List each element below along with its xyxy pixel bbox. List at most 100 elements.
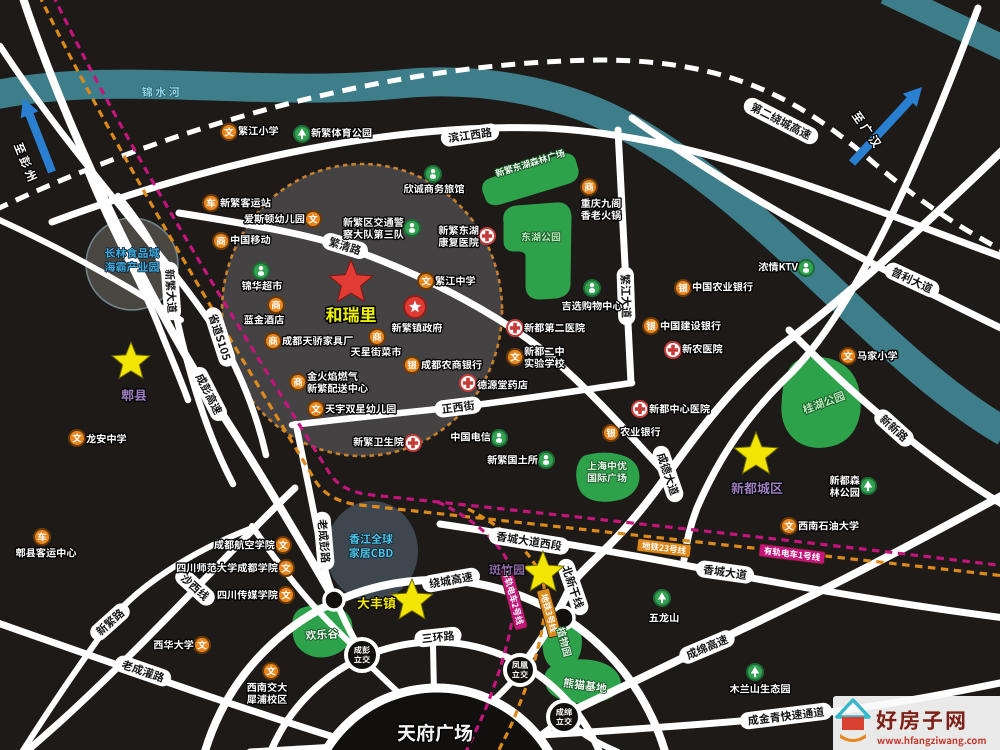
project-name: 和瑞里 bbox=[326, 301, 377, 326]
poi-china-mobile: 商中国移动 bbox=[212, 230, 272, 250]
tree-icon-trunk bbox=[661, 599, 663, 604]
road-label-pill bbox=[90, 603, 130, 641]
poi-label: 中国移动 bbox=[230, 232, 271, 247]
poi-label: 马家小学 bbox=[857, 348, 898, 363]
zone-xiangjiang-cbd bbox=[326, 501, 418, 601]
school-icon bbox=[193, 636, 211, 654]
poi-label: 爱斯顿幼儿园 bbox=[244, 211, 305, 226]
road-label-text: 正西街 bbox=[441, 397, 476, 417]
poi-label-line2: 察大队第三队 bbox=[343, 226, 404, 241]
poi-fanjiang-primary: 文繁江小学 bbox=[220, 121, 280, 141]
school-icon bbox=[277, 586, 295, 604]
star-label: 新都城区 bbox=[731, 478, 783, 497]
road-chengpeng-expwy bbox=[19, 0, 339, 605]
tree-icon-crown bbox=[657, 592, 667, 600]
junction-chengpeng-raocheng bbox=[322, 588, 346, 612]
interchange-line2: 立交 bbox=[556, 715, 572, 727]
poi-wulongshan: 五龙山 bbox=[647, 589, 681, 626]
star-marker bbox=[520, 549, 566, 592]
road-label-pill bbox=[313, 511, 335, 571]
park-label-donghu-park: 东湖公园 bbox=[520, 228, 562, 245]
poi-xindu-second-hospital: 新都第二医院 bbox=[506, 318, 586, 337]
poi-label: 新繁客运站 bbox=[220, 195, 271, 210]
school-icon bbox=[780, 517, 798, 535]
poi-xinfan-sports-park: 新繁体育公园 bbox=[293, 123, 373, 143]
poi-xindu-central-hospital: 新都中心医院 bbox=[631, 399, 711, 418]
metro-line3-branch-path bbox=[467, 507, 547, 750]
bus-icon bbox=[33, 528, 51, 546]
road-label-text: 三环路 bbox=[421, 627, 455, 646]
river-corner-band bbox=[880, 0, 1000, 61]
park-label: 熊猫基地 bbox=[562, 675, 608, 697]
star-marker bbox=[732, 430, 780, 475]
bank-icon bbox=[602, 424, 620, 442]
road-huanlegu-link bbox=[249, 523, 363, 655]
school-icon bbox=[68, 429, 86, 447]
project-marker-heruili: 和瑞里 bbox=[324, 258, 378, 328]
watermark-panel bbox=[833, 696, 1000, 750]
poi-label: 德源堂药店 bbox=[477, 377, 528, 392]
road-label-pill bbox=[679, 630, 735, 664]
amenity-icon bbox=[403, 219, 421, 237]
poi-deyuantang-pharmacy: 德源堂药店 bbox=[459, 374, 529, 393]
poi-label-line1: 新都森 bbox=[829, 472, 860, 487]
school-icon bbox=[304, 210, 322, 228]
interchange-line2: 立交 bbox=[354, 653, 370, 665]
school-icon-glyph: 文 bbox=[266, 664, 276, 678]
school-icon-glyph: 文 bbox=[843, 349, 853, 363]
park-label-line2: 国际广场 bbox=[587, 470, 627, 485]
river-jinshui bbox=[0, 0, 1000, 445]
shop-icon bbox=[212, 232, 230, 250]
hospital-icon-cross bbox=[634, 403, 646, 415]
school-icon bbox=[262, 662, 280, 680]
poi-agri-bank: 银农业银行 bbox=[602, 422, 662, 442]
park-shanghai-zhongyou bbox=[576, 452, 640, 502]
poi-label: 蓝金酒店 bbox=[244, 312, 285, 327]
amenity-icon-dot bbox=[496, 433, 502, 438]
poi-label: 欣诚商务旅馆 bbox=[403, 181, 464, 196]
poi-jinhua-market: 锦华超市 bbox=[240, 262, 284, 294]
road-label-pill bbox=[743, 97, 819, 145]
poi-label: 农业银行 bbox=[620, 424, 661, 439]
watermark-url-text: www.hfangziwang.com bbox=[877, 733, 987, 747]
school-icon-glyph: 文 bbox=[197, 638, 207, 652]
amenity-icon-body bbox=[409, 228, 415, 233]
amenity-icon-dot bbox=[543, 455, 549, 460]
amenity-icon bbox=[424, 165, 442, 183]
shop-icon-glyph: 商 bbox=[216, 234, 226, 248]
road-fanjiang-dadao bbox=[614, 126, 635, 387]
zone-label-line2: 家居CBD bbox=[349, 545, 394, 561]
poi-label: 西南石油大学 bbox=[798, 518, 859, 533]
poi-label-line1: 新繁东湖 bbox=[438, 222, 479, 237]
road-label-pill bbox=[322, 233, 368, 259]
tram-line1-path bbox=[53, 0, 1000, 568]
poi-label-line2: 康复医院 bbox=[438, 234, 479, 249]
park-donghu-forest-plaza bbox=[482, 153, 579, 206]
road-s105 bbox=[0, 42, 270, 459]
amenity-icon-body bbox=[258, 271, 264, 276]
tree-icon-crown bbox=[297, 128, 307, 136]
interchange-circle bbox=[503, 653, 537, 687]
road-label-laochengpenglu: 老成彭路 bbox=[313, 511, 335, 571]
zone-label-line1: 长林食品城 bbox=[105, 245, 160, 261]
poi-longan-middle: 文龙安中学 bbox=[68, 429, 128, 447]
road-label-text: 新繁大道 bbox=[161, 269, 180, 314]
hospital-icon-cross bbox=[462, 377, 474, 389]
road-label-pill bbox=[114, 655, 172, 687]
amenity-icon-dot bbox=[409, 223, 415, 228]
poi-jinhuoyan-gas: 商金火焰燃气新繁配送中心 bbox=[289, 366, 369, 396]
road-label-raochenggaosu: 绕城高速 bbox=[422, 567, 480, 593]
star-label: 斑竹园 bbox=[489, 561, 525, 578]
road-laochengpenglu bbox=[292, 420, 365, 655]
poi-mulanshan-park: 木兰山生态园 bbox=[728, 663, 792, 697]
tree-icon-trunk bbox=[754, 673, 756, 678]
star-marker bbox=[389, 577, 435, 620]
poi-chengdu-rural-bank: 银成都农商银行 bbox=[403, 355, 483, 374]
